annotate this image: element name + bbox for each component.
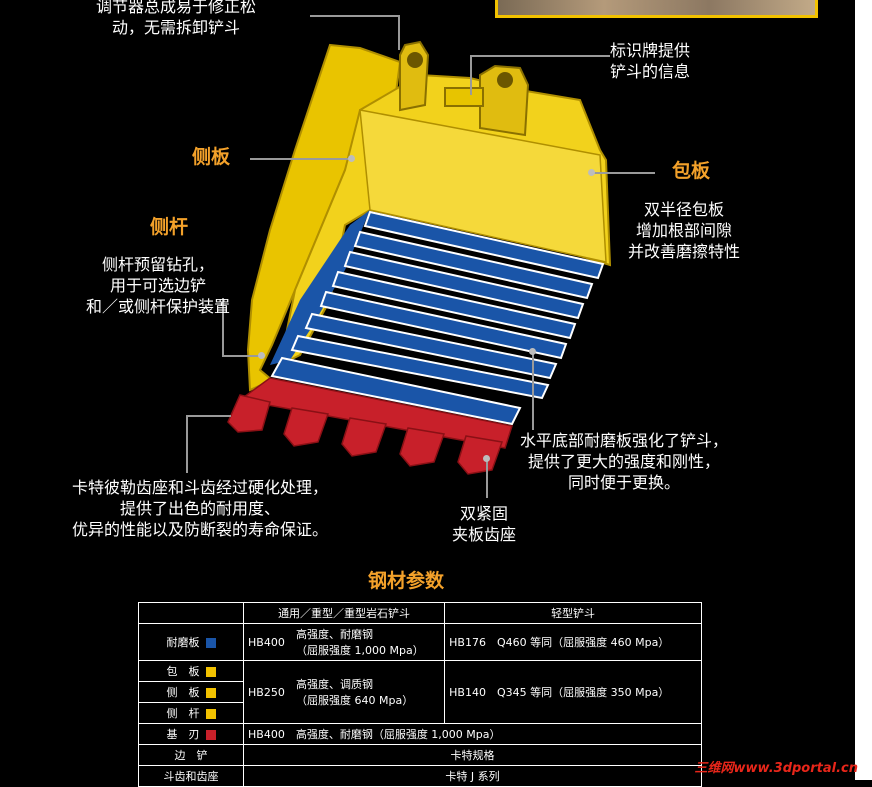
wear-plates (270, 210, 605, 426)
leader-adapters (486, 458, 488, 498)
cutting-edge (238, 377, 513, 449)
pin-lug-right (479, 64, 530, 137)
leader-nameplate (470, 55, 610, 57)
bucket-illustration (227, 40, 612, 475)
callout-side-bar: 侧杆预留钻孔，用于可选边铲和／或侧杆保护装置 (86, 255, 231, 316)
callout-wrapper: 双半径包板增加根部间隙并改善磨擦特性 (628, 200, 741, 261)
leader-teeth (186, 415, 188, 473)
table-row: 包 板 HB250 高强度、调质钢（屈服强度 640 Mpa） HB140 Q3… (138, 660, 702, 724)
callout-teeth: 卡特彼勒齿座和斗齿经过硬化处理，提供了出色的耐用度、优异的性能以及防断裂的寿命保… (72, 478, 329, 539)
table-row: 耐磨板 HB400 高强度、耐磨钢（屈服强度 1,000 Mpa） HB176 … (138, 623, 702, 661)
yellow-swatch-icon (205, 709, 216, 719)
leader-wrapper (593, 172, 655, 174)
leader-top (310, 15, 400, 17)
callout-adapters: 双紧固夹板齿座 (452, 504, 517, 544)
side-plate-title: 侧板 (192, 146, 231, 168)
table-row: 基 刃 HB400 高强度、耐磨钢（屈服强度 1,000 Mpa） (138, 723, 702, 745)
callout-nameplate: 标识牌提供铲斗的信息 (610, 41, 691, 81)
wrapper-title: 包板 (672, 160, 711, 182)
bucket-photo-thumbnail (495, 0, 818, 18)
yellow-swatch-icon (205, 667, 216, 677)
watermark: 三维网www.3dportal.cn (694, 761, 858, 776)
steel-spec-table: 通用／重型／重型岩石铲斗 轻型铲斗 耐磨板 HB400 高强度、耐磨钢（屈服强度… (138, 602, 702, 787)
teeth (227, 394, 504, 475)
yellow-swatch-icon (205, 688, 216, 698)
callout-adjuster: 调节器总成易于修正松动，无需拆卸铲斗 (96, 0, 257, 37)
table-header-row: 通用／重型／重型岩石铲斗 轻型铲斗 (138, 602, 702, 624)
nameplate (444, 87, 484, 107)
table-row: 边 铲 卡特规格 (138, 744, 702, 766)
table-row: 斗齿和齿座 卡特 J 系列 (138, 765, 702, 787)
leader-side-bar (222, 298, 224, 356)
side-bar-title: 侧杆 (150, 216, 189, 238)
side-wall-inner (270, 210, 370, 365)
leader-wear (532, 352, 534, 430)
blue-swatch-icon (205, 638, 216, 648)
leader-side-plate (250, 158, 350, 160)
page-edge-strip (855, 0, 872, 780)
callout-wear-plates: 水平底部耐磨板强化了铲斗，提供了更大的强度和刚性，同时便于更换。 (520, 431, 729, 492)
red-swatch-icon (205, 730, 216, 740)
table-title: 钢材参数 (368, 570, 445, 592)
